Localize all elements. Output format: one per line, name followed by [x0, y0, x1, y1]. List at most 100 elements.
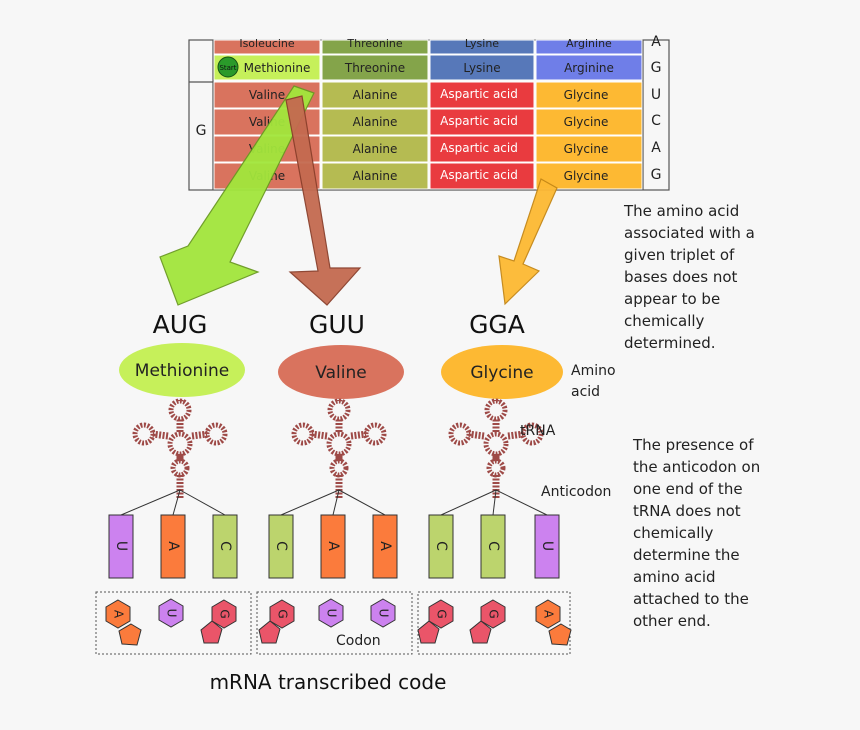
arrow-valine: [285, 95, 362, 306]
note-line: chemically: [624, 312, 705, 330]
row1-cell-3: Aspartic acid: [440, 87, 518, 101]
mrna-base-u: U: [370, 598, 396, 628]
partial-cell-3: Lysine: [465, 37, 499, 50]
partial-cell-2: Threonine: [346, 37, 402, 50]
note-line: The amino acid: [624, 202, 740, 220]
mrna-base-g: G: [417, 599, 454, 644]
amino-acid-oval-valine: [278, 345, 404, 399]
amino-acid-oval-methionine: [119, 343, 245, 397]
arrow-glycine: [498, 178, 558, 306]
mrna-base-label: A: [112, 610, 126, 619]
note-line: given triplet of: [624, 246, 735, 264]
anticodon-base-label: A: [165, 541, 181, 551]
mrna-base-g: G: [469, 599, 506, 644]
start-badge: [217, 56, 239, 78]
anticodon-base: [534, 514, 560, 579]
row1-third: U: [651, 87, 661, 103]
mrna-base-g: G: [200, 599, 237, 644]
note-line: one end of the: [633, 480, 743, 498]
amino-acid-label-line2: acid: [571, 384, 600, 400]
row1-cell-4: Glycine: [564, 88, 609, 102]
anticodon-base-label: A: [377, 541, 393, 551]
note-line: The presence of: [633, 436, 754, 454]
amino-acid-glycine: Glycine: [470, 363, 533, 383]
mrna-base-label: U: [377, 609, 391, 618]
row2-third: C: [651, 113, 661, 129]
row0-cell-1: Methionine: [244, 61, 311, 75]
row3-third: A: [651, 140, 661, 156]
anticodon-base: [212, 514, 238, 579]
mrna-codon-box-1: [95, 591, 252, 655]
mrna-base-label: U: [325, 609, 339, 618]
codon-table-frame: [188, 39, 670, 191]
note-line: determined.: [624, 334, 716, 352]
note-line: tRNA does not: [633, 502, 741, 520]
table-row-methionine: Start Methionine Threonine Lysine Argini…: [213, 54, 662, 81]
mrna-base-label: G: [487, 609, 501, 618]
mrna-base-u: U: [318, 598, 344, 628]
anticodon-label: Anticodon: [541, 484, 611, 500]
codon-label-3: GGA: [469, 310, 525, 339]
amino-acid-label-line1: Amino: [571, 363, 616, 379]
row1-cell-2: Alanine: [353, 88, 398, 102]
row4-third: G: [651, 167, 662, 183]
row4-cell-2: Alanine: [353, 169, 398, 183]
mrna-base-label: G: [435, 609, 449, 618]
mrna-base-label: G: [218, 609, 232, 618]
table-row-g1: Valine Alanine Aspartic acid Glycine U: [213, 81, 661, 109]
anticodon-note: The presence of the anticodon on one end…: [633, 434, 760, 632]
partial-cell-4: Arginine: [566, 37, 612, 50]
anticodon-base-label: U: [539, 541, 555, 551]
table-row-g4: Valine Alanine Aspartic acid Glycine G: [213, 162, 662, 190]
note-line: chemically: [633, 524, 714, 542]
row0-cell-3: Lysine: [463, 61, 500, 75]
note-line: bases does not: [624, 268, 738, 286]
mrna-base-a: A: [105, 599, 142, 646]
anticodon-group-1: U A C: [108, 514, 238, 579]
note-line: associated with a: [624, 224, 755, 242]
anticodon-base: [428, 514, 454, 579]
anticodon-base-label: C: [433, 541, 449, 551]
anticodon-base-label: C: [485, 541, 501, 551]
row2-cell-3: Aspartic acid: [440, 114, 518, 128]
partial-third-base: A: [651, 34, 661, 50]
note-line: other end.: [633, 612, 711, 630]
anticodon-group-3: C C U: [428, 514, 560, 579]
chemical-determination-note: The amino acid associated with a given t…: [624, 200, 755, 354]
codon-label-2: GUU: [309, 310, 365, 339]
amino-acid-methionine: Methionine: [135, 361, 229, 381]
row0-cell-2: Threonine: [344, 61, 405, 75]
note-line: the anticodon on: [633, 458, 761, 476]
note-line: attached to the: [633, 590, 749, 608]
trna-icon-3: [451, 400, 541, 498]
trna-label: tRNA: [520, 423, 556, 439]
anticodon-base: [320, 514, 346, 579]
amino-acid-valine: Valine: [315, 363, 366, 383]
row2-cell-4: Glycine: [564, 115, 609, 129]
anticodon-base: [480, 514, 506, 579]
mrna-base-label: G: [276, 609, 290, 618]
anticodon-base: [160, 514, 186, 579]
anticodon-base-label: C: [273, 541, 289, 551]
mrna-codon-box-2: [256, 591, 413, 655]
anticodon-base-label: A: [325, 541, 341, 551]
row3-cell-2: Alanine: [353, 142, 398, 156]
mrna-base-g: G: [258, 599, 295, 644]
note-line: determine the: [633, 546, 740, 564]
start-label: Start: [219, 64, 236, 72]
anticodon-base: [268, 514, 294, 579]
note-line: appear to be: [624, 290, 721, 308]
trna-icon-1: [135, 400, 225, 498]
trna-icon-2: [294, 400, 384, 498]
anticodon-group-2: C A A: [268, 514, 398, 579]
partial-cell-1: Isoleucine: [239, 37, 295, 50]
row0-third: G: [651, 60, 662, 76]
row2-cell-2: Alanine: [353, 115, 398, 129]
row0-cell-4: Arginine: [564, 61, 614, 75]
table-row-partial: Isoleucine Threonine Lysine Arginine A: [213, 34, 661, 55]
row4-cell-3: Aspartic acid: [440, 168, 518, 182]
mrna-base-u: U: [158, 598, 184, 628]
mrna-base-label: A: [542, 610, 556, 619]
mrna-caption: mRNA transcribed code: [210, 670, 447, 694]
